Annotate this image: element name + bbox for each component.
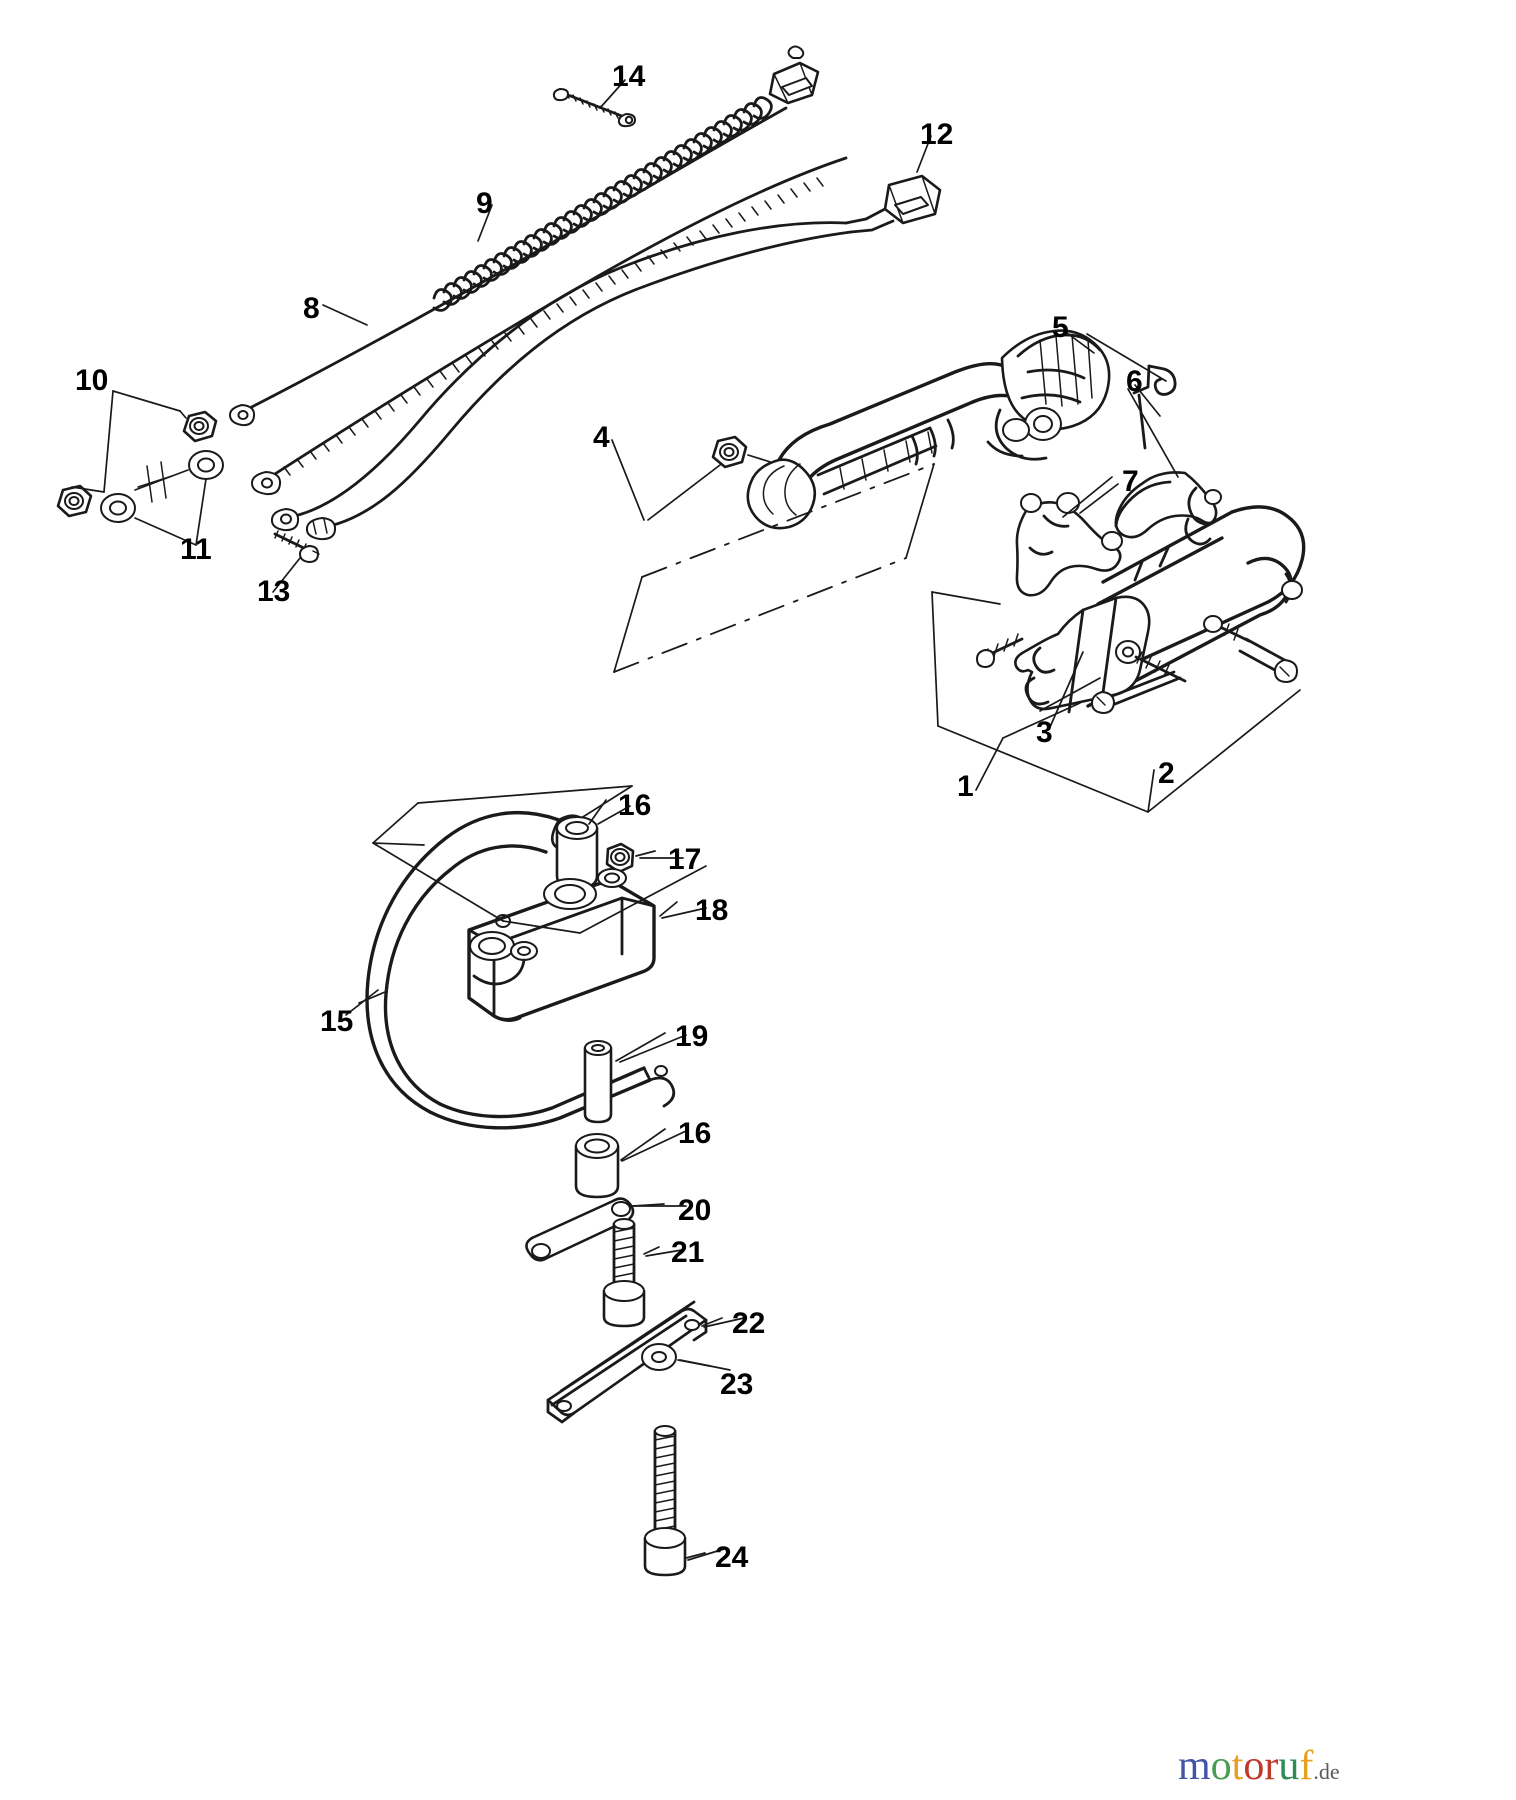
part-4-hex-nut [647,435,781,521]
callout-19[interactable]: 19 [675,1020,709,1053]
part-17-nut-small [605,842,656,874]
part-19-sleeve-tube [583,1032,666,1124]
part-23-flat-washer [641,1343,711,1371]
part-9-spring-sleeve [229,45,820,427]
callout-14[interactable]: 14 [612,60,646,93]
callout-22[interactable]: 22 [732,1307,766,1340]
part-12-connector [844,174,942,234]
part-16-spacer-lower [574,1128,666,1199]
part-1-handle-grip-shell [1073,505,1306,708]
part-11-washers [100,450,224,546]
callout-3[interactable]: 3 [1036,716,1053,749]
switch-wire-leads [270,221,853,541]
logo-letter-t: t [1231,1743,1244,1789]
part-1-grip-clamp [976,595,1151,714]
callout-6[interactable]: 6 [1126,365,1143,398]
callout-17[interactable]: 17 [668,843,702,876]
callout-11[interactable]: 11 [180,533,212,566]
part-21-bolt-medium [602,1218,660,1328]
logo-letter-m: m [1178,1743,1211,1789]
callout-2[interactable]: 2 [1158,757,1175,790]
callout-15[interactable]: 15 [320,1005,354,1038]
part-1-throttle-housing-upper [746,329,1111,530]
projection-lines [613,463,935,673]
part-20-link-plate [525,1197,665,1262]
part-24-bolt-long [643,1425,706,1577]
callout-9[interactable]: 9 [476,187,493,220]
callout-10[interactable]: 10 [75,364,109,397]
logo-letter-o2: o [1243,1743,1265,1789]
callout-23[interactable]: 23 [720,1368,754,1401]
part-6-throttle-lock-lever [1114,388,1222,546]
part-10-hex-nuts [56,390,218,518]
callout-4[interactable]: 4 [593,421,610,454]
callout-18[interactable]: 18 [695,894,729,927]
part-14-cable-tie [552,88,636,128]
part-7-throttle-trigger-lever [1015,476,1123,597]
logo-letter-u: u [1278,1743,1300,1789]
motoruf-watermark-logo: motoruf.de [1178,1742,1340,1790]
callout-16[interactable]: 16 [618,789,652,822]
part-8-throttle-cable [251,156,848,496]
logo-letter-f: f [1299,1743,1314,1789]
callout-24[interactable]: 24 [715,1541,749,1574]
callout-16-lower[interactable]: 16 [678,1117,712,1150]
assembly-bracket-1-2-3 [931,591,1301,813]
callout-13[interactable]: 13 [257,575,291,608]
logo-letter-o1: o [1210,1743,1232,1789]
part-22-clamp-rail [546,1300,723,1424]
part-13-screw [273,530,320,563]
callout-21[interactable]: 21 [671,1236,705,1269]
logo-suffix-de: .de [1313,1759,1340,1784]
part-3-screw-short [1039,651,1187,714]
callout-12[interactable]: 12 [920,118,954,151]
callout-leaders [272,79,1161,1561]
callout-5[interactable]: 5 [1052,311,1069,344]
callout-7[interactable]: 7 [1122,465,1139,498]
callout-8[interactable]: 8 [303,292,320,325]
part-2-screw-long [1203,615,1298,683]
logo-letter-r: r [1264,1743,1279,1789]
callout-1[interactable]: 1 [957,770,974,803]
callout-20[interactable]: 20 [678,1194,712,1227]
part-18-clamp-block [467,868,678,1022]
part-5-spring-clip [1086,333,1177,450]
